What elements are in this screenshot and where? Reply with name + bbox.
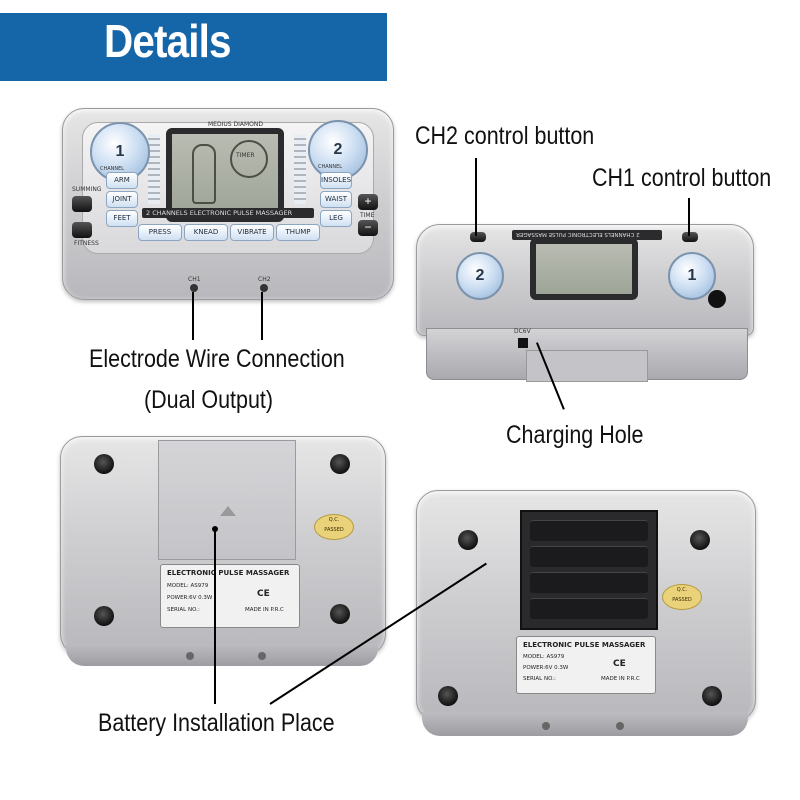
open-plate-power: POWER:6V 0.3W xyxy=(523,665,569,671)
ch2-knob-label: CHANNEL xyxy=(318,164,343,170)
ch2-callout: CH2 control button xyxy=(415,122,595,150)
battery-compartment xyxy=(520,510,658,630)
knead-button[interactable]: KNEAD xyxy=(184,224,228,241)
feet-button[interactable]: FEET xyxy=(106,210,138,227)
port-back-2 xyxy=(258,652,266,660)
joint-button[interactable]: JOINT xyxy=(106,191,138,208)
electrode-callout-line1: Electrode Wire Connection xyxy=(89,345,345,373)
header-bar xyxy=(0,13,387,81)
port-ch2-label: CH2 xyxy=(258,276,271,283)
summing-label: SUMMING xyxy=(72,186,102,193)
open-plate-made-in: MADE IN P.R.C xyxy=(601,676,640,682)
leg-button[interactable]: LEG xyxy=(320,210,352,227)
side-foot xyxy=(708,290,726,308)
waist-button[interactable]: WAIST xyxy=(320,191,352,208)
fitness-label: FITNESS xyxy=(74,240,99,247)
spec-plate: ELECTRONIC PULSE MASSAGER MODEL: AS979 P… xyxy=(160,564,300,628)
brand-text: MEDIUS DIAMOND xyxy=(208,121,263,128)
plate-power: POWER:6V 0.3W xyxy=(167,595,213,601)
open-foot-top-left xyxy=(458,530,478,550)
leader-ch2-control xyxy=(475,158,477,236)
body-figure-icon xyxy=(192,144,216,204)
open-port-1 xyxy=(542,722,550,730)
dc-port xyxy=(518,338,528,348)
summing-button[interactable] xyxy=(72,196,92,212)
leader-ch2 xyxy=(261,292,263,340)
plate-ce: CE xyxy=(257,589,270,599)
leader-battery-1-dot xyxy=(212,526,218,532)
thump-button[interactable]: THUMP xyxy=(276,224,320,241)
plus-button[interactable]: + xyxy=(358,194,378,210)
time-label: TIME xyxy=(360,212,375,219)
side-panel-text: 2 CHANNELS ELECTRONIC PULSE MASSAGER xyxy=(516,231,640,237)
battery-slot-1 xyxy=(530,520,648,541)
open-qc-sticker: Q.C. PASSED xyxy=(662,584,702,610)
device-front: MEDIUS DIAMOND TIMER 1 CHANNEL 2 CHANNEL… xyxy=(62,108,394,300)
side-ch2-control-button[interactable] xyxy=(470,232,486,242)
battery-callout: Battery Installation Place xyxy=(98,709,335,737)
minus-button[interactable]: − xyxy=(358,220,378,236)
open-plate-model: MODEL: AS979 xyxy=(523,654,565,660)
ch1-knob-label: CHANNEL xyxy=(100,166,125,172)
port-ch2 xyxy=(260,284,268,292)
foot-bottom-left xyxy=(94,606,114,626)
plate-title: ELECTRONIC PULSE MASSAGER xyxy=(167,569,290,577)
electrode-callout-line2: (Dual Output) xyxy=(144,386,274,414)
device-side: 2 CHANNELS ELECTRONIC PULSE MASSAGER 2 1… xyxy=(412,224,756,382)
battery-slot-4 xyxy=(530,598,648,619)
level-bars-right xyxy=(294,134,306,204)
port-back-1 xyxy=(186,652,194,660)
leader-battery-1 xyxy=(214,528,216,704)
port-ch1 xyxy=(190,284,198,292)
battery-cover[interactable] xyxy=(158,440,296,560)
plate-made-in: MADE IN P.R.C xyxy=(245,607,284,613)
dc-port-label: DC6V xyxy=(514,328,531,335)
panel-strip xyxy=(142,208,314,218)
leader-ch1-control xyxy=(688,198,690,236)
leader-ch1 xyxy=(192,292,194,340)
ch2-knob[interactable]: 2 xyxy=(308,120,368,180)
foot-top-left xyxy=(94,454,114,474)
timer-label: TIMER xyxy=(236,152,255,159)
panel-text: 2 CHANNELS ELECTRONIC PULSE MASSAGER xyxy=(146,209,293,217)
side-ch1-knob[interactable]: 1 xyxy=(668,252,716,300)
lcd-screen-side xyxy=(530,238,638,300)
side-ch1-control-button[interactable] xyxy=(682,232,698,242)
cover-arrow-icon xyxy=(220,506,236,516)
side-ch2-knob[interactable]: 2 xyxy=(456,252,504,300)
device-back: Q.C. PASSED ELECTRONIC PULSE MASSAGER MO… xyxy=(60,436,386,668)
qc-sticker: Q.C. PASSED xyxy=(314,514,354,540)
battery-slot-2 xyxy=(530,546,648,567)
plate-model: MODEL: AS979 xyxy=(167,583,209,589)
open-foot-top-right xyxy=(690,530,710,550)
open-port-2 xyxy=(616,722,624,730)
charging-callout: Charging Hole xyxy=(506,421,644,449)
device-open: Q.C. PASSED ELECTRONIC PULSE MASSAGER MO… xyxy=(416,490,756,740)
open-spec-plate: ELECTRONIC PULSE MASSAGER MODEL: AS979 P… xyxy=(516,636,656,694)
ch1-callout: CH1 control button xyxy=(592,164,772,192)
battery-slot-3 xyxy=(530,572,648,593)
level-bars-left xyxy=(148,134,160,204)
open-foot-bottom-right xyxy=(702,686,722,706)
fitness-button[interactable] xyxy=(72,222,92,238)
timer-dial-icon xyxy=(230,140,268,178)
foot-top-right xyxy=(330,454,350,474)
page-title: Details xyxy=(104,15,231,67)
insoles-button[interactable]: INSOLES xyxy=(320,172,352,189)
open-plate-ce: CE xyxy=(613,659,626,669)
plate-serial: SERIAL NO.: xyxy=(167,607,200,613)
port-ch1-label: CH1 xyxy=(188,276,201,283)
lcd-screen: TIMER xyxy=(166,128,284,222)
foot-bottom-right xyxy=(330,604,350,624)
open-plate-serial: SERIAL NO.: xyxy=(523,676,556,682)
open-foot-bottom-left xyxy=(438,686,458,706)
open-plate-title: ELECTRONIC PULSE MASSAGER xyxy=(523,641,646,649)
arm-button[interactable]: ARM xyxy=(106,172,138,189)
vibrate-button[interactable]: VIBRATE xyxy=(230,224,274,241)
press-button[interactable]: PRESS xyxy=(138,224,182,241)
